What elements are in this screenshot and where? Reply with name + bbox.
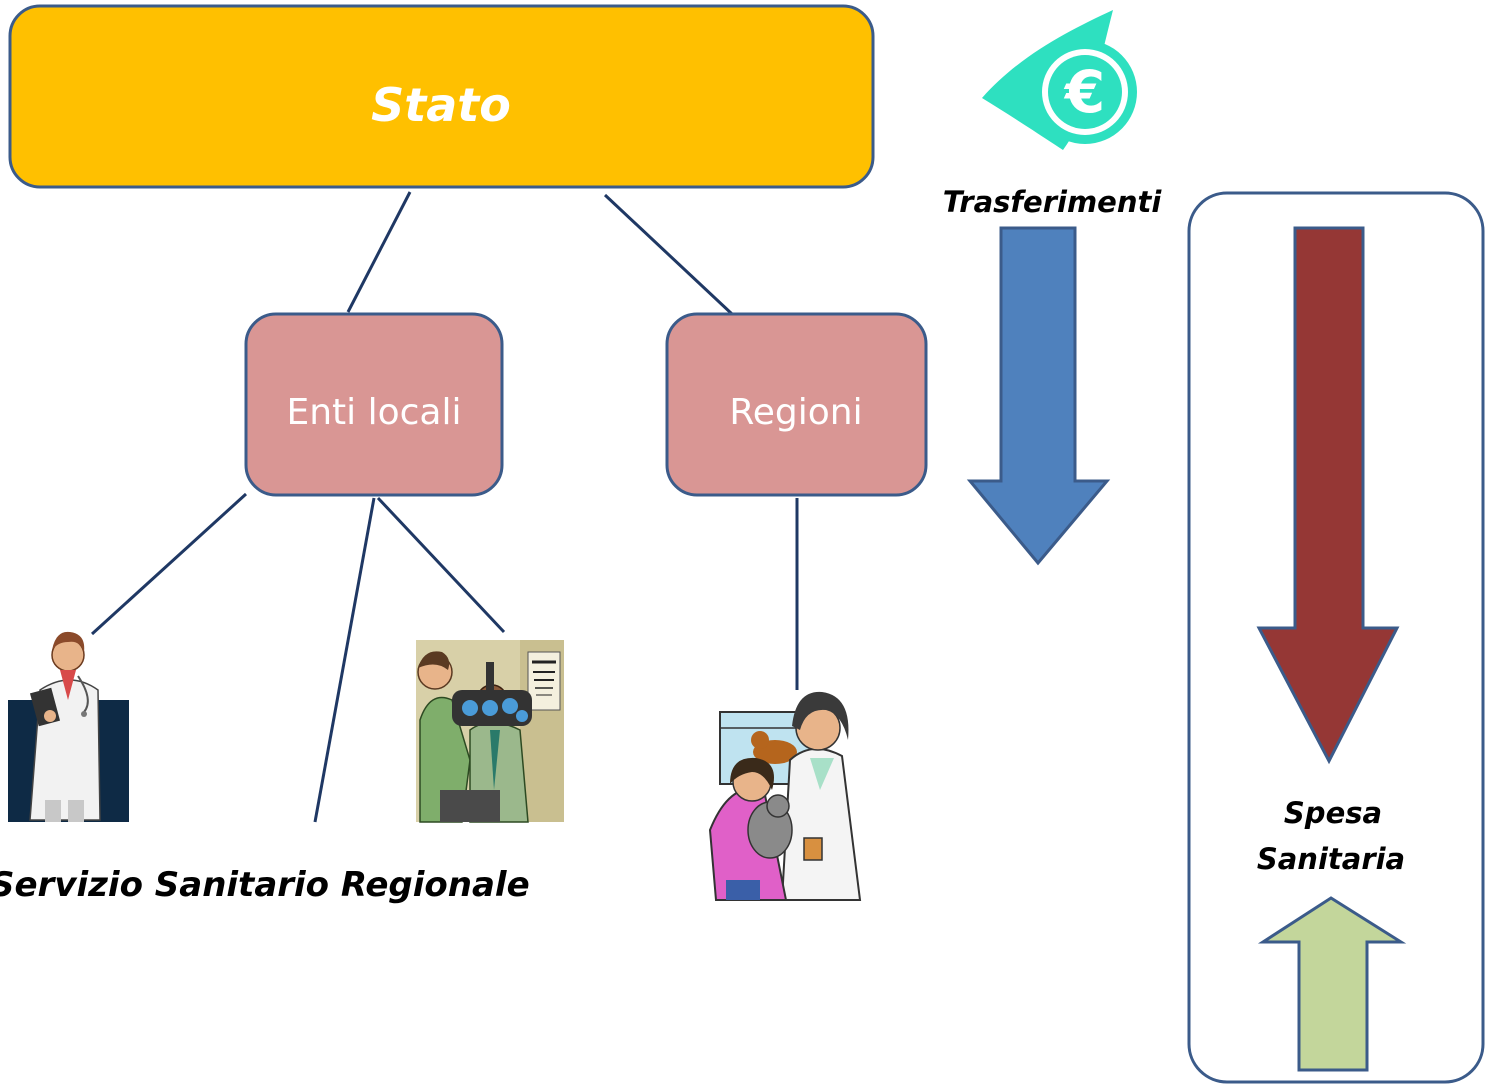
connector-enti-middle — [313, 497, 376, 823]
spesa-label-line2: Sanitaria — [1257, 842, 1405, 876]
eye-exam-clipart-icon — [416, 640, 564, 823]
node-regioni-label: Regioni — [729, 392, 862, 433]
doctor-clipart-icon — [8, 631, 129, 822]
node-enti-locali: Enti locali — [244, 312, 504, 497]
svg-text:€: € — [1063, 58, 1105, 126]
connector-stato-regioni — [603, 193, 734, 316]
trasferimenti-label: Trasferimenti — [943, 185, 1163, 219]
spending-up-arrow — [1257, 896, 1407, 1072]
node-stato-label: Stato — [371, 78, 511, 132]
node-enti-locali-label: Enti locali — [286, 392, 461, 433]
servizio-label: Servizio Sanitario Regionale — [0, 865, 530, 905]
connectors — [90, 191, 799, 823]
transfer-down-arrow — [966, 226, 1111, 566]
veterinarian-clipart-icon — [708, 691, 862, 901]
spending-down-arrow — [1256, 226, 1400, 765]
connector-stato-enti — [346, 191, 412, 313]
node-regioni: Regioni — [665, 312, 928, 497]
spesa-label-line1: Spesa — [1284, 796, 1382, 830]
node-stato: Stato — [8, 4, 875, 189]
euro-money-icon: € — [982, 10, 1137, 150]
connector-enti-optometrist — [376, 496, 506, 634]
spesa-container — [1187, 191, 1485, 1084]
connector-enti-doctor — [90, 492, 248, 636]
